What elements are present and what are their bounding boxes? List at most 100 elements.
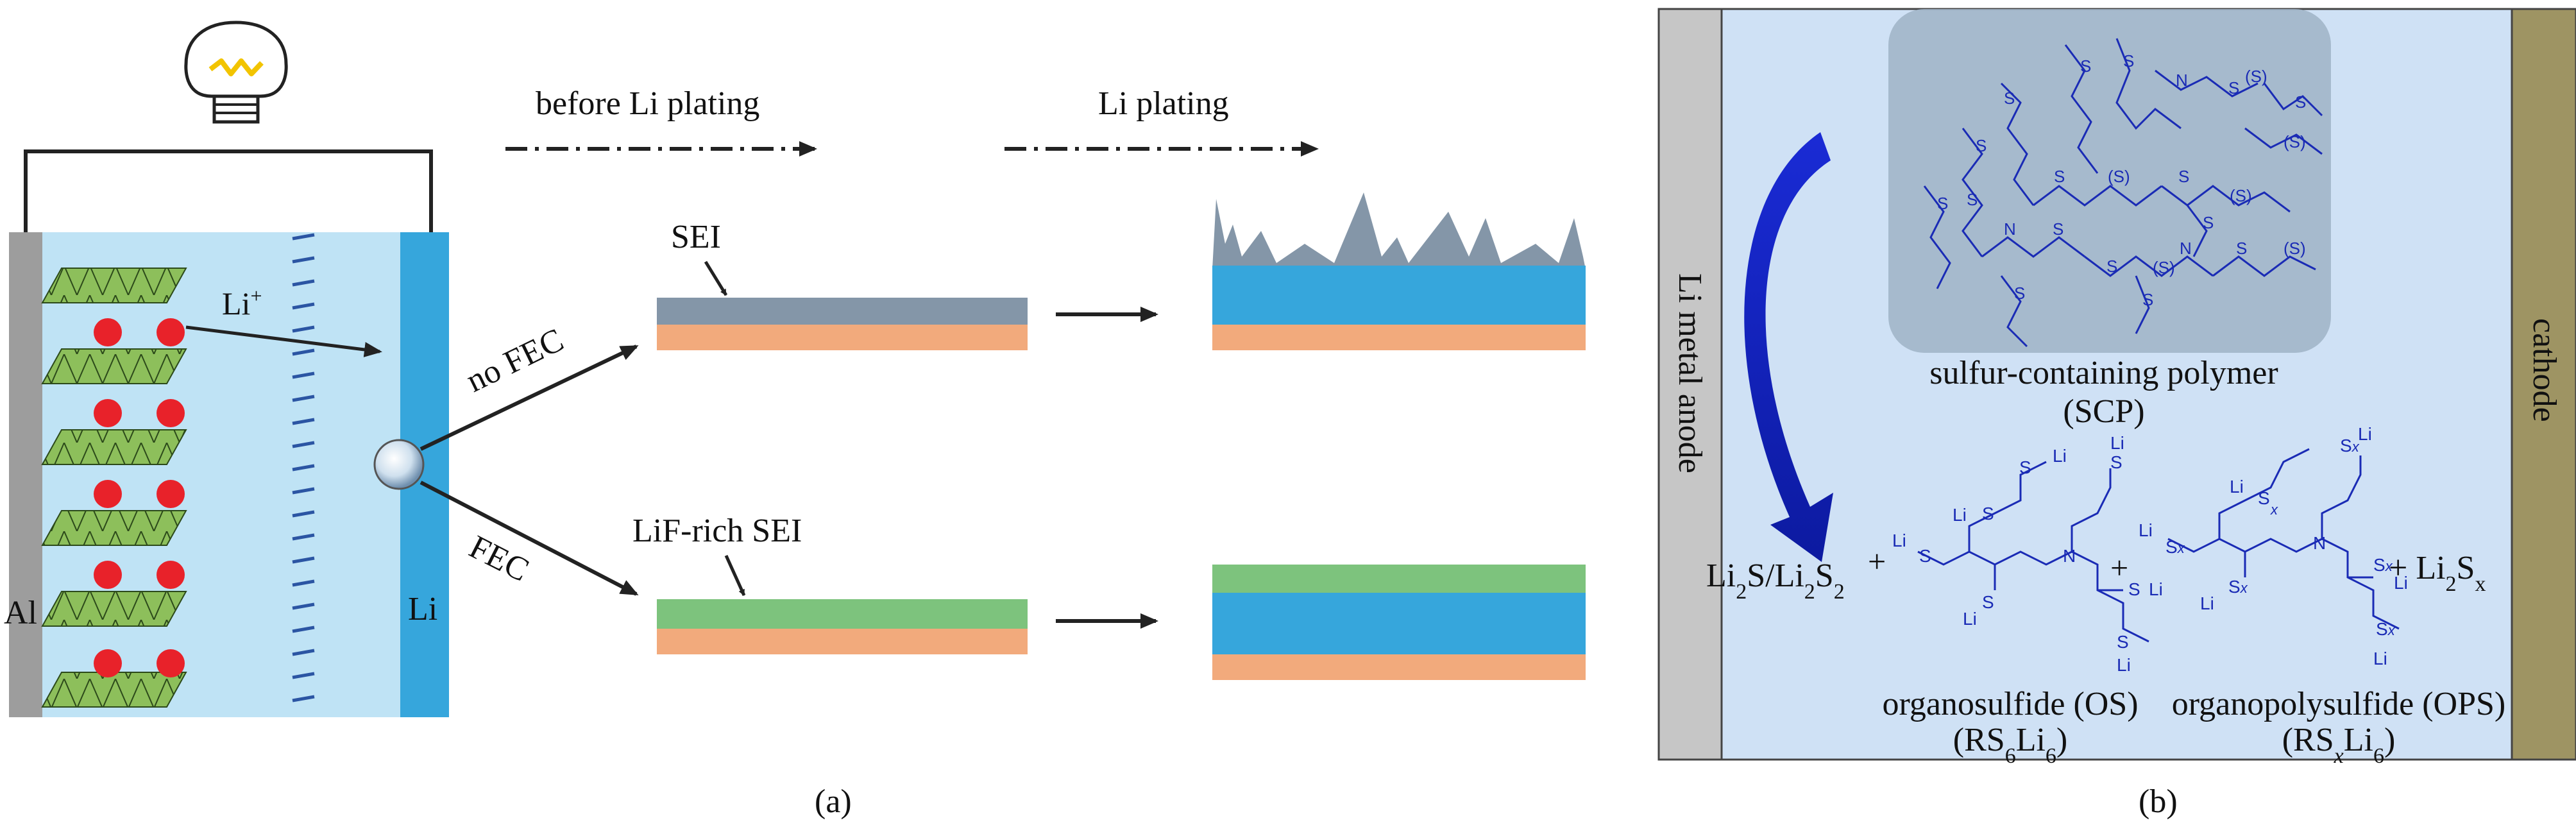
sei-layer [657, 298, 1028, 325]
stage-before-label: before Li plating [536, 85, 759, 122]
plus-sign-2: + [2110, 550, 2128, 586]
li-ion [94, 561, 122, 589]
svg-text:N: N [2180, 239, 2192, 258]
lif-sei-layer [657, 599, 1028, 629]
svg-text:Li: Li [2394, 573, 2408, 593]
al-current-collector [9, 232, 42, 717]
cathode-layer [41, 510, 187, 546]
substrate-layer [1212, 654, 1586, 680]
panel-a: Al [4, 21, 1586, 820]
li-ion-label: Li+ [222, 284, 262, 321]
svg-text:S: S [2117, 632, 2129, 652]
svg-text:Li: Li [2139, 520, 2153, 540]
os-name: organosulfide (OS) [1882, 686, 2138, 722]
li-ion [157, 399, 185, 427]
svg-text:S: S [2228, 78, 2239, 98]
svg-text:S: S [1976, 136, 1987, 155]
svg-text:Li: Li [2110, 433, 2124, 453]
li2s-li2s2-label: Li2S/Li2S2 [1706, 557, 1845, 604]
substrate-layer [657, 325, 1028, 350]
svg-text:Li: Li [1953, 505, 1967, 525]
cathode-label: cathode [2526, 318, 2563, 422]
svg-text:Sx: Sx [2228, 577, 2248, 597]
dendrites [1212, 192, 1586, 269]
svg-text:S: S [2004, 89, 2015, 108]
svg-text:S: S [2178, 167, 2189, 186]
svg-text:Li: Li [2230, 477, 2244, 497]
fec-arrow [419, 481, 639, 596]
svg-text:S: S [1982, 592, 1994, 612]
lif-sei-label: LiF-rich SEI [632, 513, 802, 549]
svg-text:S: S [2106, 257, 2117, 276]
svg-text:S: S [2203, 213, 2214, 232]
svg-text:(S): (S) [2230, 186, 2252, 205]
svg-text:S: S [1982, 504, 1994, 523]
substrate-layer [657, 629, 1028, 654]
circuit-wire [24, 149, 433, 232]
plated-li-layer [1212, 593, 1586, 654]
svg-text:(S): (S) [2108, 167, 2130, 186]
separator [292, 233, 315, 702]
scp-name: sulfur-containing polymer [1929, 355, 2278, 391]
li-ion [94, 318, 122, 346]
ops-formula: (RSxLi6) [2282, 722, 2396, 768]
svg-text:S: S [1919, 546, 1931, 566]
svg-text:x: x [2270, 502, 2278, 518]
stage-plating-label: Li plating [1098, 85, 1229, 122]
ops-structure [2167, 448, 2400, 630]
svg-text:S: S [2123, 51, 2134, 71]
svg-text:Li: Li [2358, 424, 2372, 444]
svg-text:N: N [2063, 546, 2076, 566]
li-ion [94, 649, 122, 677]
caption-a: (a) [815, 783, 852, 820]
li-ion [157, 480, 185, 508]
svg-text:Sx: Sx [2373, 555, 2393, 575]
li2sx-label: + Li2Sx [2389, 550, 2486, 596]
lif-sei-layer [1212, 565, 1586, 593]
cathode-layer [41, 672, 187, 708]
no-fec-arrow [419, 344, 639, 451]
svg-text:Li: Li [1892, 531, 1906, 550]
svg-text:S: S [2080, 56, 2091, 76]
svg-text:S: S [2110, 452, 2123, 472]
os-structure [1917, 461, 2149, 643]
cathode-layer [41, 348, 187, 384]
svg-text:S: S [2128, 579, 2140, 599]
cathode-layer [41, 591, 187, 627]
os-formula: (RS6Li6) [1953, 722, 2067, 768]
li-ions [94, 318, 185, 677]
caption-b: (b) [2139, 783, 2178, 820]
li-metal-anode-plate [1657, 8, 1723, 761]
svg-text:Li: Li [2373, 649, 2387, 668]
substrate-layer [1212, 325, 1586, 350]
plated-li-layer [1212, 266, 1586, 325]
li-ion [94, 480, 122, 508]
li-ion [157, 561, 185, 589]
svg-text:Sx: Sx [2165, 537, 2185, 557]
scp-structure [1923, 38, 2323, 348]
svg-text:N: N [2176, 71, 2188, 90]
ops-name: organopolysulfide (OPS) [2172, 686, 2505, 722]
svg-text:Li: Li [2200, 593, 2214, 613]
scp-abbr: (SCP) [2063, 393, 2144, 430]
svg-text:S: S [2258, 488, 2270, 508]
svg-text:Li: Li [1963, 609, 1977, 629]
svg-text:(S): (S) [2245, 67, 2267, 86]
svg-text:S: S [2295, 92, 2306, 112]
svg-text:Li: Li [2117, 655, 2131, 675]
sei-pointer-arrow [704, 260, 728, 296]
svg-text:N: N [2004, 219, 2016, 239]
svg-text:(S): (S) [2284, 132, 2306, 151]
svg-text:Li: Li [2053, 446, 2067, 466]
svg-text:(S): (S) [2284, 239, 2306, 258]
svg-text:S: S [2054, 167, 2065, 186]
svg-text:S: S [1937, 194, 1948, 213]
li-ion [157, 318, 185, 346]
svg-text:S: S [2236, 239, 2247, 258]
cathode-layers [41, 268, 187, 708]
cathode-plate [2511, 8, 2576, 761]
